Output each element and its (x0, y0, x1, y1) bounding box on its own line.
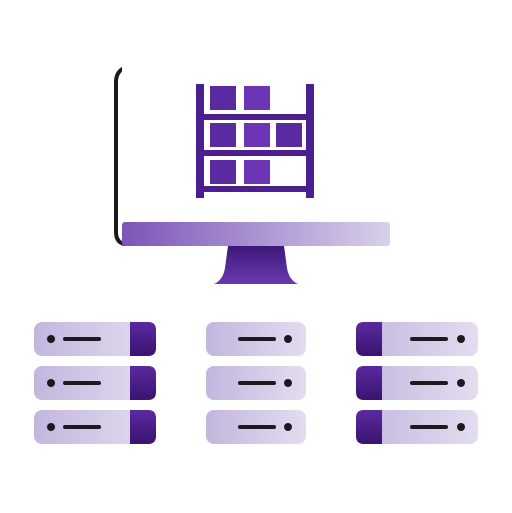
server-slot (238, 337, 276, 341)
server-unit (34, 366, 156, 400)
server-led (284, 379, 292, 387)
shelf-box (276, 123, 302, 147)
shelf-beam-middle (196, 150, 314, 156)
server-unit (356, 322, 478, 356)
shelf-beam-top (196, 114, 314, 120)
server-unit (206, 366, 306, 400)
server-slot (63, 381, 101, 385)
shelf-box (210, 160, 236, 184)
server-slot (410, 425, 448, 429)
shelf-box (244, 86, 270, 110)
server-led (457, 423, 465, 431)
server-slot (238, 425, 276, 429)
shelf-post-left (196, 84, 204, 198)
monitor-stand (214, 246, 298, 284)
server-unit (34, 322, 156, 356)
shelf-beam-bottom (196, 186, 314, 192)
shelf-post-right (306, 84, 314, 198)
monitor-chin (122, 222, 390, 246)
server-led (457, 379, 465, 387)
shelf-box (244, 123, 270, 147)
server-led (47, 335, 55, 343)
shelf-box (244, 160, 270, 184)
server-rack-icon (34, 322, 156, 444)
server-led (457, 335, 465, 343)
warehouse-shelf-icon (196, 84, 314, 198)
server-slot (63, 425, 101, 429)
server-unit (206, 410, 306, 444)
server-slot (63, 337, 101, 341)
server-led (47, 423, 55, 431)
server-slot (410, 337, 448, 341)
server-unit (356, 410, 478, 444)
server-led (47, 379, 55, 387)
shelf-box (210, 123, 236, 147)
server-unit (206, 322, 306, 356)
server-slot (410, 381, 448, 385)
server-led (284, 335, 292, 343)
server-unit (34, 410, 156, 444)
monitor-bezel-left (114, 66, 126, 246)
server-rack-icon (356, 322, 478, 444)
server-slot (238, 381, 276, 385)
server-rack-icon (206, 322, 306, 444)
server-led (284, 423, 292, 431)
server-unit (356, 366, 478, 400)
shelf-box (210, 86, 236, 110)
